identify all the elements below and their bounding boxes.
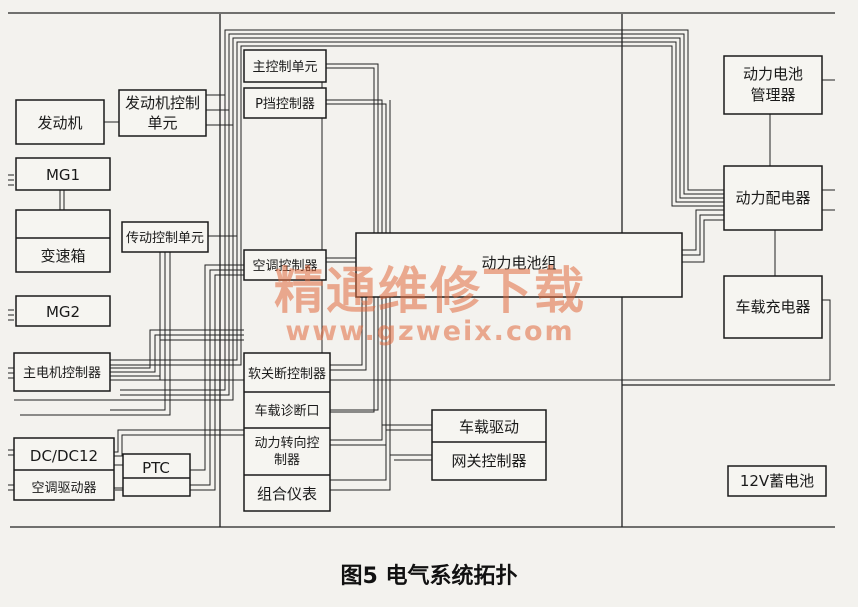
p-ctrl-box [243,87,327,119]
engine-label: 发动机 [37,114,82,132]
bms-box [723,55,823,115]
pdu-label: 动力配电器 [735,189,810,207]
cluster-label: 组合仪表 [257,485,317,503]
motor-ctrl-label: 主电机控制器 [23,366,101,381]
ptc-box [122,453,191,497]
component-labels: 发动机 发动机控制单元 MG1 变速箱 传动控制单元 MG2 主电机控制器 DC… [23,60,814,503]
p-ctrl-label: P挡控制器 [255,97,315,112]
ac-driver-label: 空调驱动器 [31,481,96,496]
diag-port-label: 车载诊断口 [254,403,319,419]
ptc-label: PTC [142,459,170,477]
dcdc-label: DC/DC12 [30,447,98,465]
drive-gateway-box [431,409,547,481]
figure-caption: 图5 电气系统拓扑 [341,563,518,589]
engine-box [15,99,105,145]
component-boxes [13,49,827,512]
battery-12v-box [727,465,827,497]
pdu-box [723,165,823,231]
watermark-url: www.gzweix.com [285,316,574,347]
transmission-ctrl-box [121,221,209,253]
dcdc-acdriver-box [13,437,115,501]
mg1-label: MG1 [46,166,80,184]
gearbox-label: 变速箱 [40,247,85,265]
gateway-label: 网关控制器 [451,452,526,470]
ac-ctrl-label: 空调控制器 [252,259,317,274]
battery-12v-label: 12V蓄电池 [740,472,814,490]
charger-box [723,275,823,339]
mg2-box [15,295,111,327]
vehicle-drive-label: 车载驱动 [459,418,519,436]
soft-switch-label: 软关断控制器 [248,367,326,382]
engine-ecu-label: 发动机控制单元 [124,94,200,132]
ac-ctrl-box [243,249,327,281]
mg1-box [15,157,111,191]
gearbox-box [15,209,111,273]
steering-ctrl-label: 动力转向控制器 [254,435,320,468]
battery-pack-label: 动力电池组 [481,254,556,272]
mg2-label: MG2 [46,303,80,321]
motor-ctrl-box [13,352,111,392]
lower-controller-stack [243,352,331,512]
main-ctrl-box [243,49,327,83]
bms-label: 动力电池管理器 [742,65,803,104]
engine-ecu-box [118,89,207,137]
charger-label: 车载充电器 [735,298,810,316]
transmission-ctrl-label: 传动控制单元 [126,231,204,246]
watermark-main: 精通维修下载 [274,261,586,320]
battery-pack-box [355,232,683,298]
watermark: 精通维修下载 www.gzweix.com [274,261,586,347]
main-ctrl-label: 主控制单元 [252,60,317,75]
